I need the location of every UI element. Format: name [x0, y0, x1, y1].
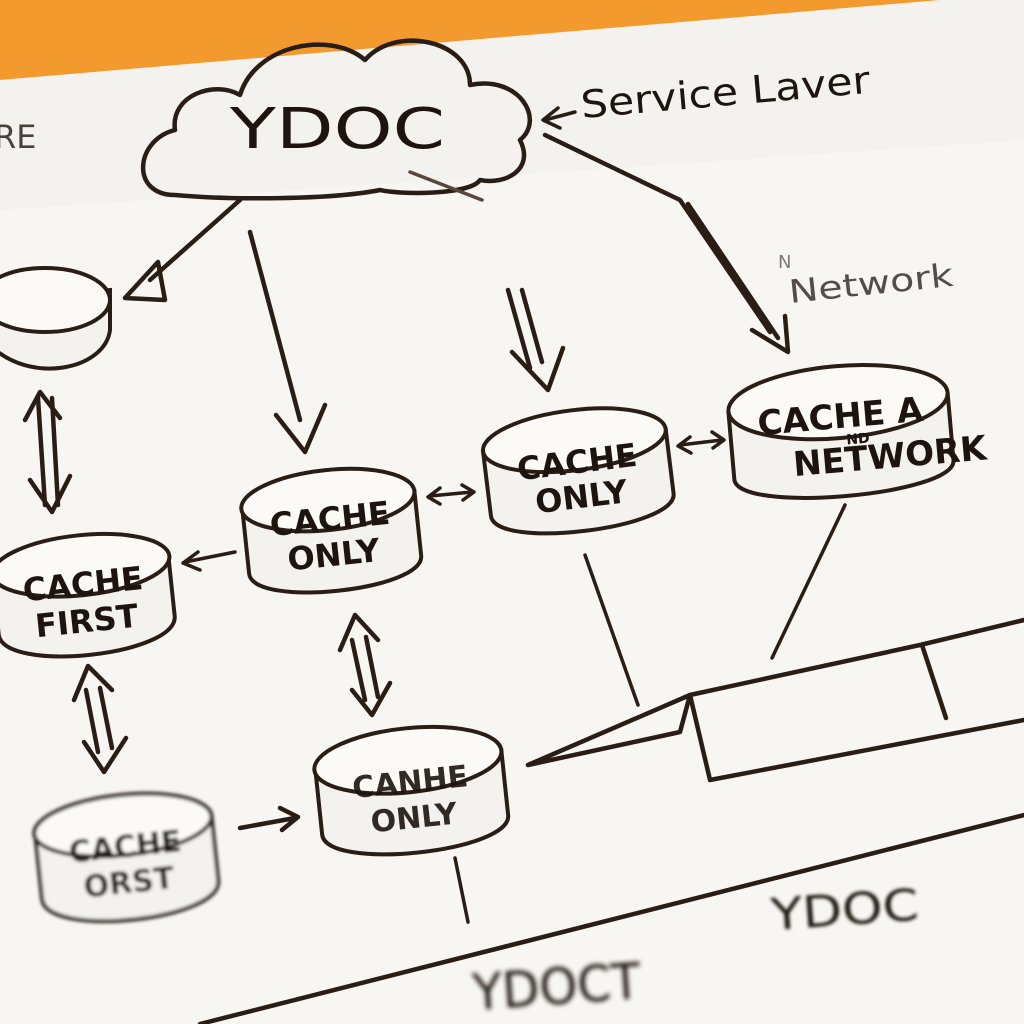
footer-ydoc-bottom: YDOCT	[470, 952, 643, 1022]
left-partial-disk	[0, 266, 112, 371]
cloud-shape	[140, 38, 533, 201]
bottom-structure	[197, 617, 1024, 1024]
node-cache-and-network: CACHE A ND NETWORK	[726, 362, 990, 500]
cloud-label: YDOC	[229, 97, 445, 162]
footer-ydoc-right: YDOC	[768, 880, 920, 941]
node-cache-only-2: CACHE ONLY	[480, 406, 676, 536]
node-cache-and-network-mid: ND	[846, 430, 871, 448]
cloud-arrows	[122, 132, 791, 455]
service-layer-arrow	[541, 106, 577, 130]
paper-shade	[0, 0, 1024, 210]
node-cache-only-1: CACHE ONLY	[239, 466, 424, 595]
node-connectors	[22, 389, 847, 924]
node-cache-only-3: CANHE ONLY	[312, 724, 511, 857]
left-edge-label: RE	[0, 118, 36, 156]
node-cache-first-1: CACHE FIRST	[0, 532, 177, 659]
network-prefix-label: N	[778, 252, 791, 273]
node-cache-first-2: CACHE ORST	[32, 791, 221, 923]
